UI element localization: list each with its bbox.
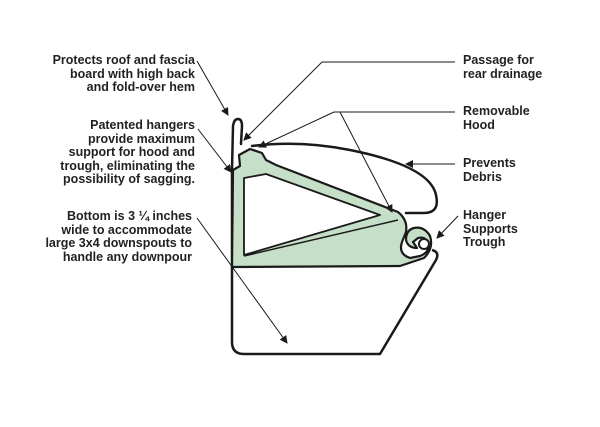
label-removable-hood: Removable Hood [463,104,530,132]
label-patented-hangers: Patented hangers provide maximum support… [60,118,195,186]
gutter-trough [230,248,439,356]
hanger-hook-loop [418,238,430,250]
label-hanger-supports: Hanger Supports Trough [463,208,518,249]
leader-removable-hood-2 [258,111,335,148]
leader-patented-hangers [197,128,232,173]
label-prevents-debris: Prevents Debris [463,156,516,184]
label-protects-roof: Protects roof and fascia board with high… [52,53,195,94]
leader-protects-roof [196,60,229,116]
leader-bottom-width [196,217,288,344]
label-rear-drainage: Passage for rear drainage [463,53,543,81]
gutter-back-hem [230,117,244,270]
label-bottom-width: Bottom is 3 ¼ inches wide to accommodate… [45,209,192,264]
hanger-strap-line [243,219,399,257]
leader-hanger-hood [339,111,393,213]
leader-hanger-supports [436,215,459,239]
hanger-cutout [243,173,381,256]
leader-rear-drainage-2 [243,61,323,141]
